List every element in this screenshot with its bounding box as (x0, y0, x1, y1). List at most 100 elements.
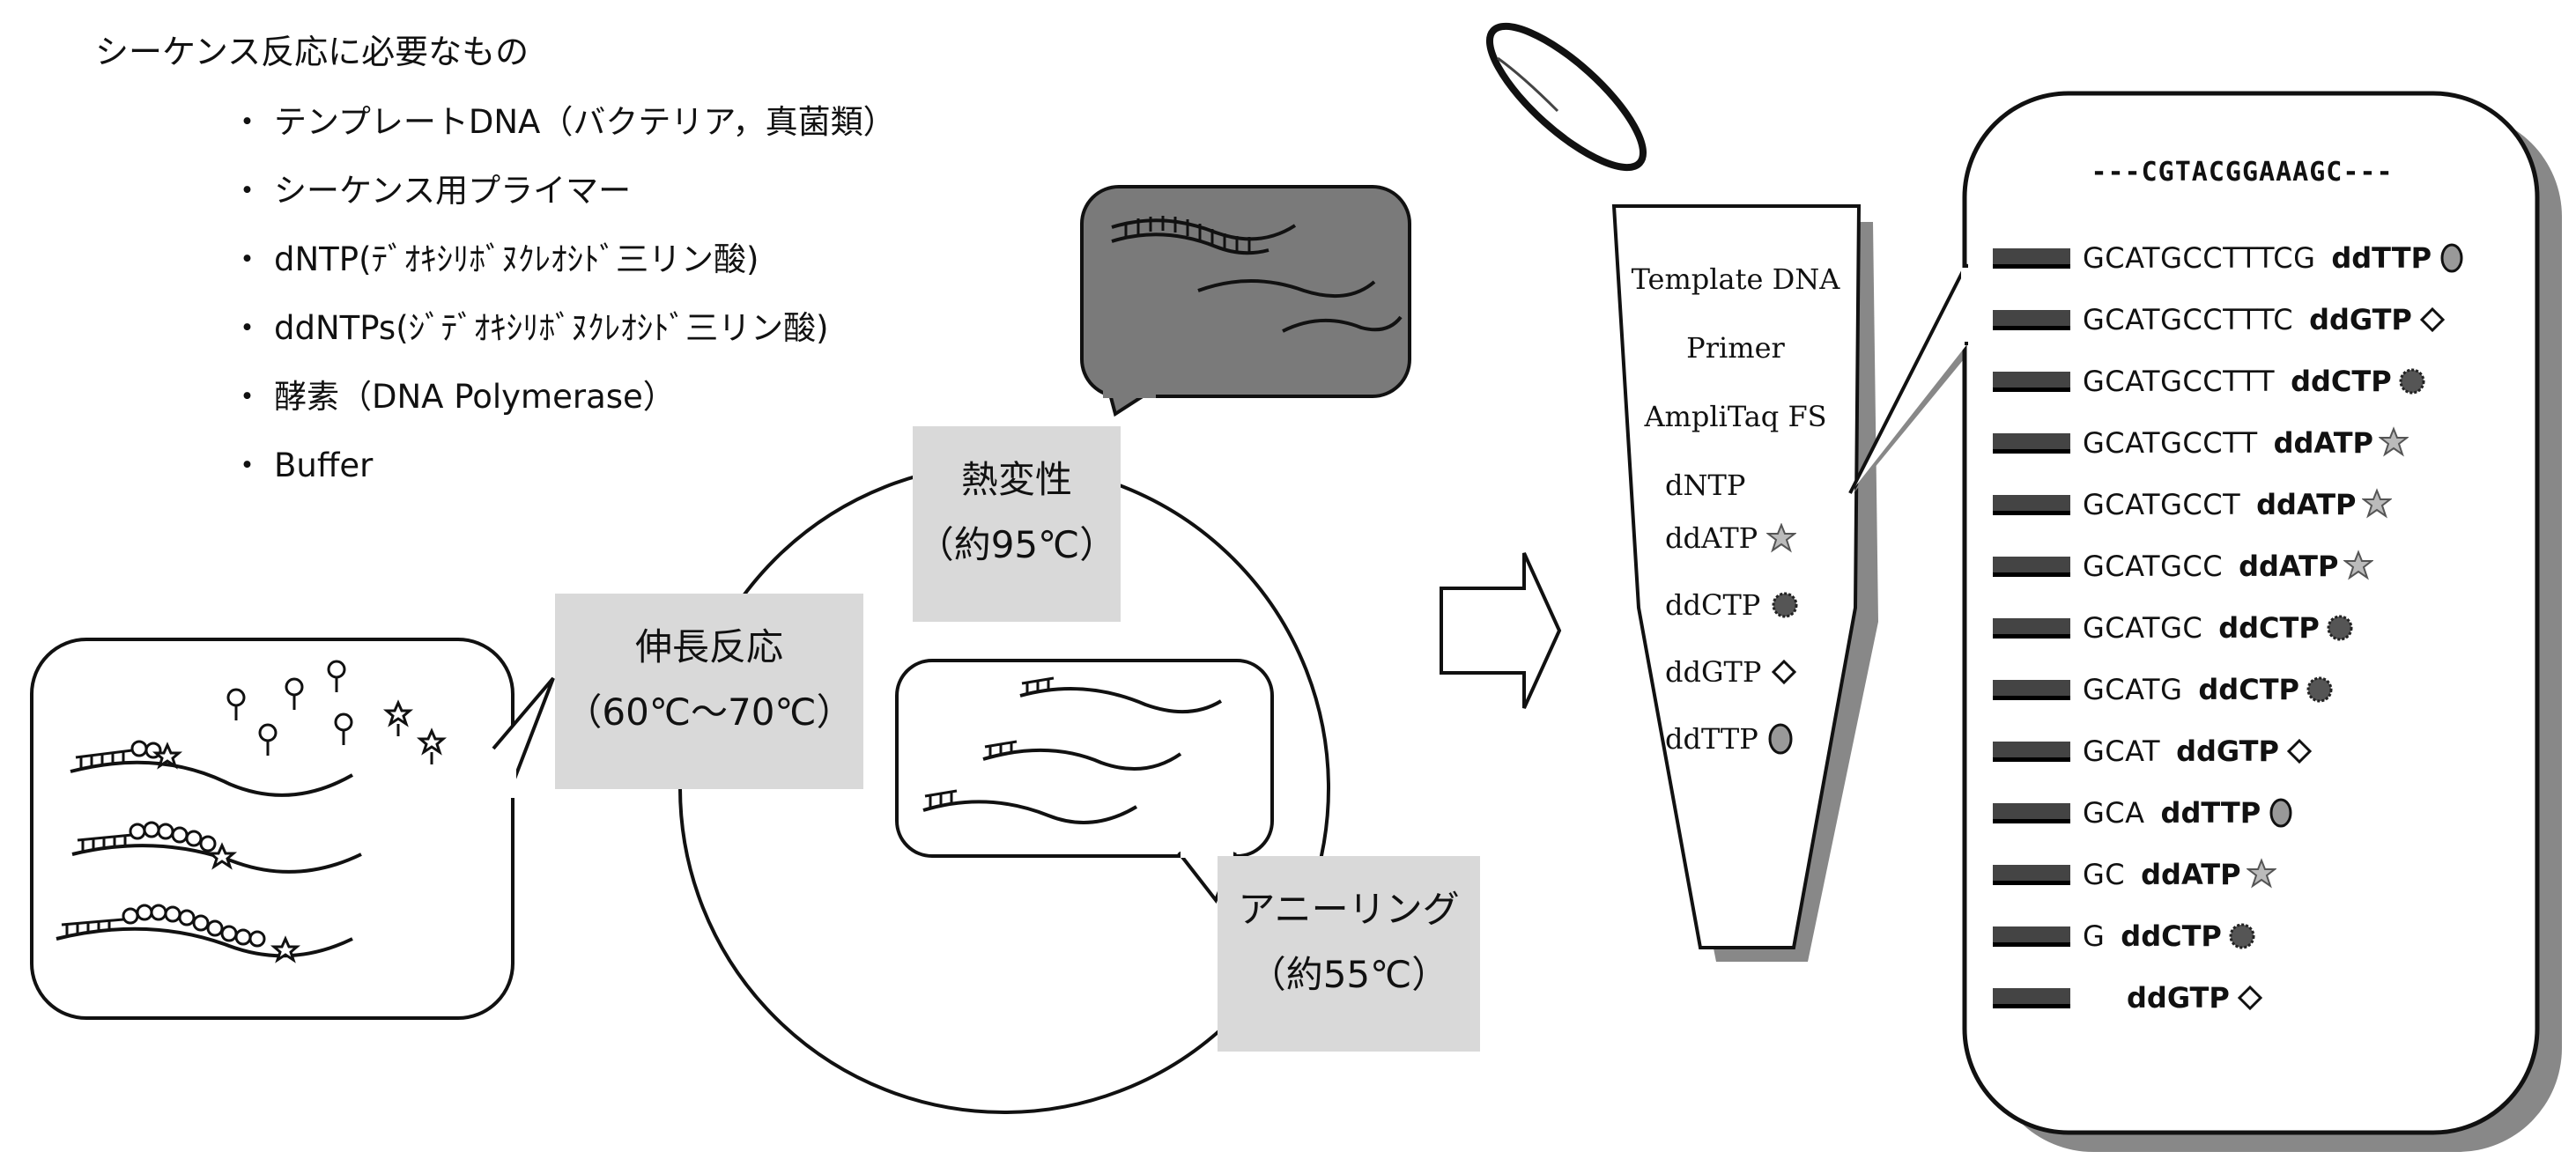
diamond-icon (2237, 985, 2262, 1011)
primer-bar (1993, 741, 2070, 762)
terminator-label: ddGTP (2127, 981, 2230, 1015)
tube-enzyme: AmpliTaq FS (1644, 400, 1827, 433)
annealing-label: アニーリング （約55℃） (1218, 856, 1480, 1052)
requirement-item: ddNTPs(ｼﾞﾃﾞｵｷｼﾘﾎﾞﾇｸﾚｵｼﾄﾞ三リン酸) (231, 294, 896, 363)
tube-dntp: dNTP (1665, 469, 1746, 502)
fragment-row: GCAT ddGTP (1993, 720, 2467, 782)
terminator-label: ddATP (2141, 858, 2241, 891)
requirements-title: シーケンス反応に必要なもの (95, 33, 529, 71)
fragment-sequence: GCATGCCTT (2083, 426, 2258, 460)
fragment-sequence: GCATGCCTTT (2083, 365, 2276, 398)
fragment-row: GCATGCC ddATP (1993, 535, 2467, 597)
tube-ddgtp: ddGTP (1665, 655, 1797, 689)
tube-primer: Primer (1686, 331, 1785, 365)
terminator-label: ddGTP (2309, 303, 2412, 336)
denaturation-name: 熱変性 (960, 458, 1072, 501)
fragment-row: GCATGCCTTT ddCTP (1993, 351, 2467, 412)
tube-ddatp-label: ddATP (1665, 521, 1758, 555)
terminator-label: ddGTP (2176, 735, 2279, 768)
requirements-list: テンプレートDNA（バクテリア，真菌類） シーケンス用プライマー dNTP(ﾃﾞ… (231, 88, 896, 500)
diamond-icon (2419, 306, 2445, 333)
fragment-sequence: GCATGCCTTTCG (2083, 241, 2316, 275)
terminator-label: ddATP (2239, 550, 2339, 583)
tube-cap (1485, 22, 1647, 172)
tube-ddctp-label: ddCTP (1665, 588, 1761, 622)
diamond-icon (2286, 738, 2313, 764)
requirement-item: dNTP(ﾃﾞｵｷｼﾘﾎﾞﾇｸﾚｵｼﾄﾞ三リン酸) (231, 225, 896, 294)
tube-template-dna: Template DNA (1631, 262, 1840, 296)
extension-bubble (30, 638, 555, 1020)
star-icon (2361, 488, 2392, 519)
fragment-sequence: GC (2083, 858, 2126, 891)
fragment-sequence: GCATGC (2083, 611, 2203, 645)
primer-bar (1993, 864, 2070, 885)
fragment-row: GCA ddTTP (1993, 782, 2467, 844)
terminator-label: ddCTP (2198, 673, 2299, 706)
denaturation-temp: （約95℃） (916, 522, 1117, 566)
terminator-label: ddATP (2256, 488, 2357, 521)
fragment-row: GCATGCCTT ddATP (1993, 412, 2467, 474)
oval-icon (2440, 243, 2463, 273)
fragment-row: GCATGCCTTTC ddGTP (1993, 289, 2467, 351)
annealing-bubble (895, 659, 1274, 904)
fragment-sequence: GCA (2083, 796, 2145, 830)
star-icon (2343, 550, 2374, 580)
tube-ddttp: ddTTP (1665, 722, 1794, 756)
terminator-label: ddTTP (2331, 241, 2432, 275)
annealing-temp: （約55℃） (1248, 952, 1449, 996)
terminator-label: ddCTP (2121, 919, 2222, 953)
fragment-sequence: G (2083, 919, 2106, 953)
denaturation-bubble (1080, 185, 1411, 417)
primer-bar (1993, 432, 2070, 454)
fragment-sequence: GCATGCC (2083, 550, 2224, 583)
star-icon (2246, 858, 2276, 889)
tube-ddttp-label: ddTTP (1665, 722, 1758, 756)
sequence-panel (1962, 91, 2540, 1135)
oval-icon (1768, 723, 1793, 755)
extension-label: 伸長反応 （60℃～70℃） (555, 594, 863, 789)
terminator-label: ddCTP (2218, 611, 2320, 645)
fragment-sequence: GCATGCCTTTC (2083, 303, 2294, 336)
primer-bar (1993, 926, 2070, 947)
requirement-item: シーケンス用プライマー (231, 157, 896, 225)
primer-bar (1993, 309, 2070, 330)
burst-icon (2327, 615, 2353, 641)
primer-bar (1993, 802, 2070, 823)
oval-icon (2269, 798, 2292, 828)
primer-bar (1993, 679, 2070, 700)
primer-bar (1993, 556, 2070, 577)
fragment-row: GCATG ddCTP (1993, 659, 2467, 720)
fragment-sequence: GCAT (2083, 735, 2161, 768)
burst-icon (2399, 368, 2425, 395)
primer-bar (1993, 617, 2070, 639)
requirement-item: テンプレートDNA（バクテリア，真菌類） (231, 88, 896, 157)
fragment-sequence: GCATG (2083, 673, 2183, 706)
primer-bar (1993, 987, 2070, 1008)
burst-icon (1772, 592, 1797, 618)
fragment-row: GC ddATP (1993, 844, 2467, 905)
extension-name: 伸長反応 (634, 625, 783, 668)
tube-body (1611, 204, 1862, 949)
burst-icon (2306, 676, 2333, 703)
terminator-label: ddTTP (2160, 796, 2261, 830)
requirement-item: 酵素（DNA Polymerase） (231, 363, 896, 432)
primer-bar (1993, 371, 2070, 392)
requirement-item: Buffer (231, 432, 896, 500)
tube-ddctp: ddCTP (1665, 588, 1800, 622)
primer-bar (1993, 247, 2070, 269)
annealing-name: アニーリング (1238, 888, 1460, 931)
template-sequence: ---CGTACGGAAAGC--- (2091, 157, 2394, 188)
terminator-label: ddATP (2273, 426, 2373, 460)
denaturation-label: 熱変性 （約95℃） (913, 426, 1121, 622)
extension-temp: （60℃～70℃） (565, 690, 854, 734)
star-icon (1765, 522, 1798, 553)
fragment-row: GCATGC ddCTP (1993, 597, 2467, 659)
diamond-icon (1771, 659, 1796, 685)
process-arrow (1440, 552, 1562, 709)
fragment-row: ddGTP (1993, 967, 2467, 1029)
burst-icon (2229, 923, 2255, 949)
terminator-label: ddCTP (2291, 365, 2392, 398)
